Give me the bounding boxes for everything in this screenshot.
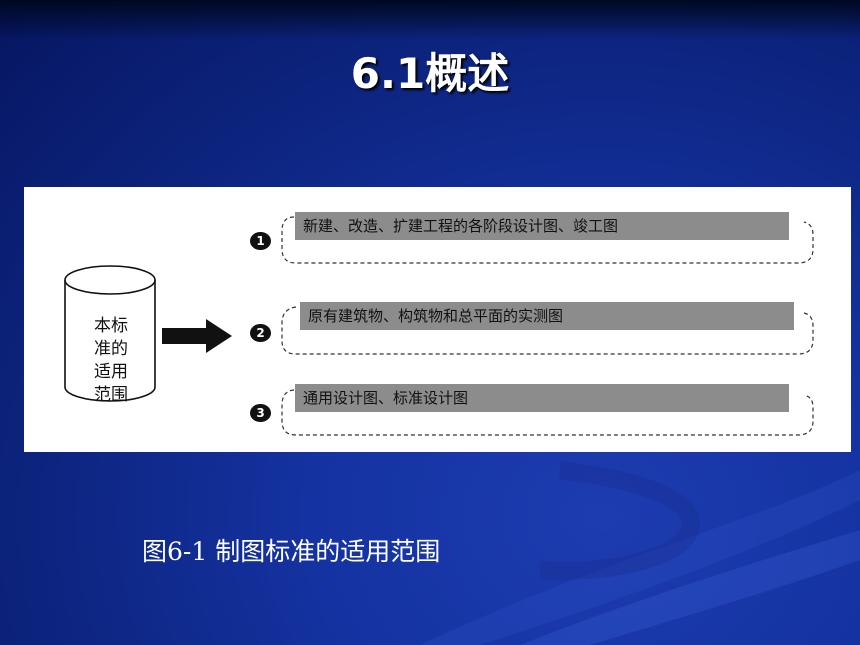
dashed-frame-1 — [281, 216, 814, 264]
scope-item-3: 通用设计图、标准设计图 — [295, 384, 789, 412]
slide-title: 6.1概述 — [350, 49, 510, 98]
scope-item-2: 原有建筑物、构筑物和总平面的实测图 — [300, 302, 794, 330]
cylinder-shape — [64, 265, 156, 402]
figure-caption: 图6-1 制图标准的适用范围 — [142, 537, 441, 566]
bullet-number-2: 2 — [250, 324, 271, 342]
bullet-number-1: 1 — [250, 232, 271, 250]
diagram-graphics — [64, 216, 814, 436]
dashed-frame-3 — [281, 389, 814, 436]
top-dark-band — [0, 0, 860, 40]
bullet-number-3: 3 — [250, 404, 271, 422]
dashed-frame-2 — [281, 306, 814, 355]
scope-item-1: 新建、改造、扩建工程的各阶段设计图、竣工图 — [295, 212, 789, 240]
right-arrow-icon — [162, 319, 232, 353]
cylinder-label: 本标 准的 适用 范围 — [94, 316, 128, 405]
figure-panel: 本标 准的 适用 范围 1 新建、改造、扩建工程的各阶段设计图、竣工图 2 原有… — [24, 187, 851, 452]
